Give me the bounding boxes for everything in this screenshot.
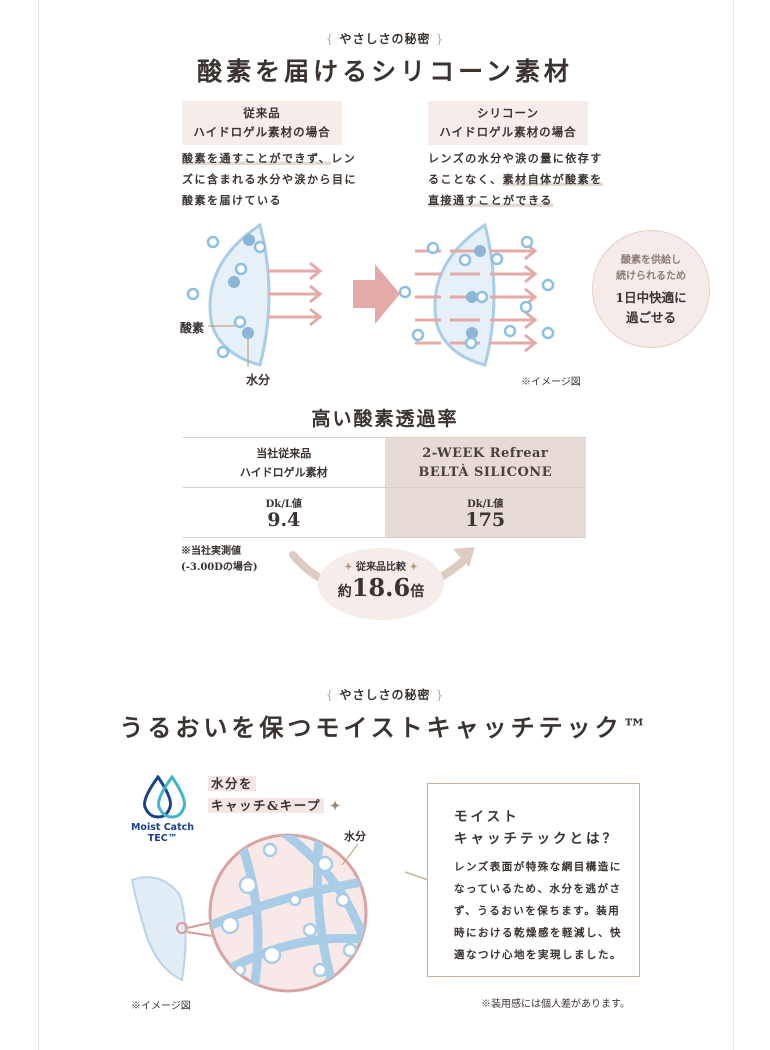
water-label: 水分 [246, 373, 271, 387]
info-box-body: レンズ表面が特殊な網目構造になっているため、水分を逃がさず、うるおいを保ちます。… [454, 861, 622, 961]
ratio-badge: ✦ 従来品比較 ✦ 約18.6倍 [318, 548, 444, 620]
section-title: うるおいを保つモイストキャッチテック™ [119, 713, 651, 742]
oxygen-label: 酸素 [180, 321, 205, 335]
moist-catch-drops-icon [143, 775, 186, 819]
section-title: 酸素を届けるシリコーン素材 [197, 57, 573, 86]
catch-keep-heading: 水分を キャッチ&キープ ✦ [208, 773, 342, 817]
oxygen-diagram [186, 222, 555, 367]
page-frame [38, 0, 734, 1050]
benefit-bubble: 酸素を供給し 続けられるため 1日中快適に 過ごせる [592, 230, 710, 348]
conventional-header: 当社従来品ハイドロゲル素材 [183, 437, 385, 488]
silicone-description: レンズの水分や涙の量に依存することなく、素材自体が酸素を直接通すことができる [428, 152, 603, 207]
silicone-tag: シリコーンハイドロゲル素材の場合 [428, 101, 588, 145]
image-note: ※イメージ図 [521, 377, 581, 388]
transition-arrow-icon [353, 264, 400, 324]
box-pointer [405, 871, 429, 881]
conventional-description: 酸素を通すことができず、レンズに含まれる水分や涙から目に酸素を届けている [182, 152, 357, 207]
conventional-tag: 従来品ハイドロゲル素材の場合 [182, 101, 342, 145]
measurement-note: ※当社実測値(-3.00Dの場合) [181, 546, 258, 573]
silicone-lens-illustration [398, 222, 555, 367]
info-box-title: モイストキャッチテックとは？ [454, 809, 619, 847]
conventional-lens-illustration [186, 222, 323, 367]
water-label: 水分 [344, 830, 366, 843]
section-kicker: { やさしさの秘密 } [325, 688, 445, 702]
image-note: ※イメージ図 [131, 1001, 191, 1012]
oxygen-rate-title: 高い酸素透過率 [311, 408, 459, 430]
footnote: ※装用感には個人差があります。 [481, 999, 630, 1010]
moist-catch-info-box: モイストキャッチテックとは？ レンズ表面が特殊な網目構造になっているため、水分を… [427, 783, 640, 977]
section-kicker: { やさしさの秘密 } [325, 32, 445, 46]
mesh-structure-illustration [130, 833, 368, 993]
